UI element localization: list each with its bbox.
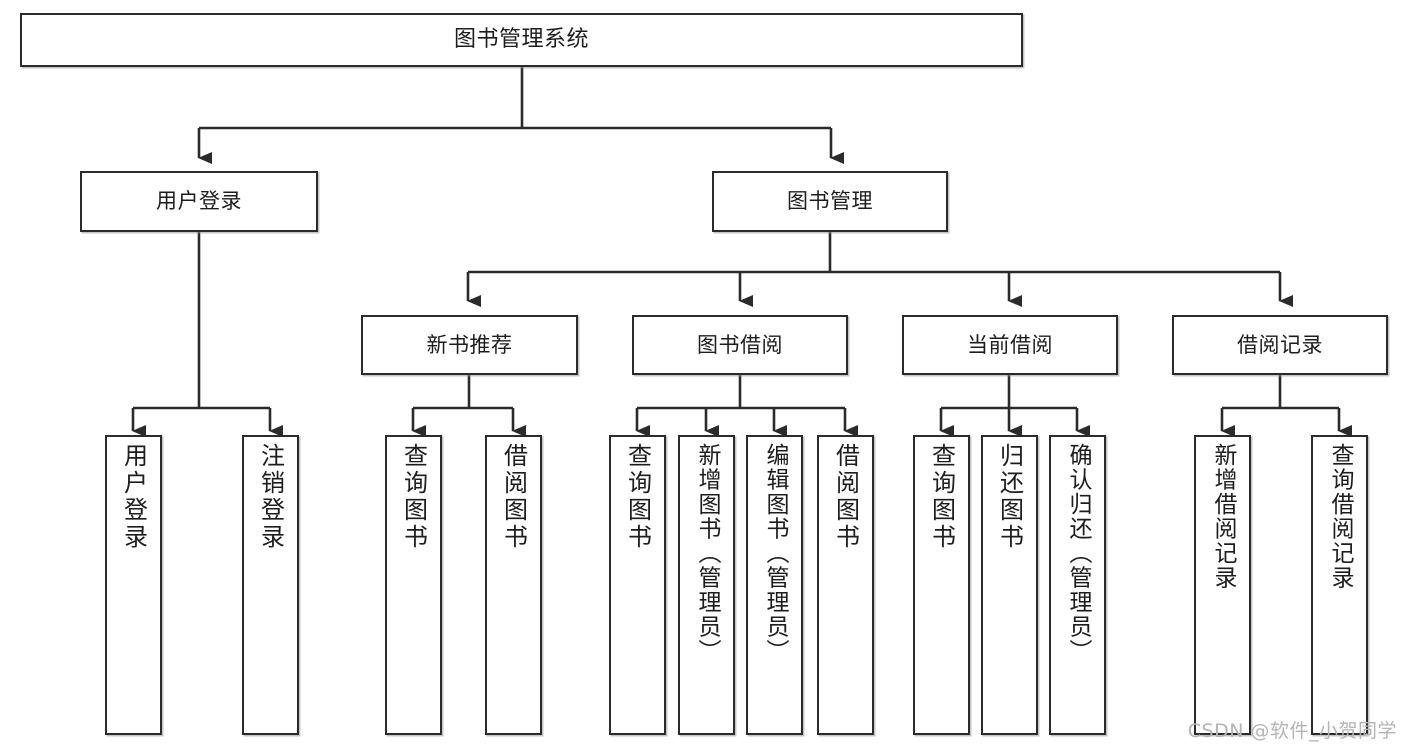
node-leaf-add-book[interactable]: 新增图书（管理员） <box>678 435 735 735</box>
node-label: 借阅图书 <box>831 443 860 551</box>
node-leaf-add-record[interactable]: 新增借阅记录 <box>1194 435 1251 735</box>
node-label: 新增图书（管理员） <box>694 443 720 664</box>
node-label: 查询借阅记录 <box>1327 443 1353 590</box>
node-label: 归还图书 <box>995 443 1024 551</box>
node-label: 用户登录 <box>119 443 148 551</box>
node-label: 新书推荐 <box>426 332 513 357</box>
node-label: 查询图书 <box>623 443 652 551</box>
node-label: 用户登录 <box>156 189 242 214</box>
node-label: 查询图书 <box>927 443 956 551</box>
node-book-borrow[interactable]: 图书借阅 <box>632 315 848 375</box>
node-label: 图书借阅 <box>697 332 783 357</box>
watermark-text: CSDN @软件_小贺同学 <box>1187 720 1397 742</box>
node-label: 图书管理 <box>787 189 873 214</box>
node-leaf-query-record[interactable]: 查询借阅记录 <box>1311 435 1368 735</box>
node-root-system[interactable]: 图书管理系统 <box>20 13 1023 67</box>
node-label: 借阅图书 <box>499 443 528 551</box>
node-leaf-logout-login[interactable]: 注销登录 <box>242 435 299 735</box>
node-leaf-confirm-return[interactable]: 确认归还（管理员） <box>1049 435 1106 735</box>
node-leaf-user-login[interactable]: 用户登录 <box>105 435 162 735</box>
node-leaf-borrow-book-2[interactable]: 借阅图书 <box>817 435 874 735</box>
node-label: 注销登录 <box>256 443 285 551</box>
node-leaf-query-book-1[interactable]: 查询图书 <box>385 435 442 735</box>
node-book-management[interactable]: 图书管理 <box>712 171 948 232</box>
node-leaf-borrow-book-1[interactable]: 借阅图书 <box>485 435 542 735</box>
node-label: 当前借阅 <box>967 332 1053 357</box>
node-leaf-return-book[interactable]: 归还图书 <box>981 435 1038 735</box>
node-label: 确认归还（管理员） <box>1065 443 1091 664</box>
node-borrow-record[interactable]: 借阅记录 <box>1172 315 1388 375</box>
node-user-login[interactable]: 用户登录 <box>80 171 318 232</box>
node-label: 编辑图书（管理员） <box>762 443 788 664</box>
node-label: 查询图书 <box>399 443 428 551</box>
node-new-book-recommend[interactable]: 新书推荐 <box>361 315 578 375</box>
node-current-borrow[interactable]: 当前借阅 <box>902 315 1118 375</box>
node-label: 图书管理系统 <box>453 27 589 53</box>
node-leaf-query-book-3[interactable]: 查询图书 <box>913 435 970 735</box>
node-leaf-query-book-2[interactable]: 查询图书 <box>609 435 666 735</box>
node-label: 借阅记录 <box>1237 332 1323 357</box>
node-label: 新增借阅记录 <box>1210 443 1236 590</box>
node-leaf-edit-book[interactable]: 编辑图书（管理员） <box>746 435 803 735</box>
